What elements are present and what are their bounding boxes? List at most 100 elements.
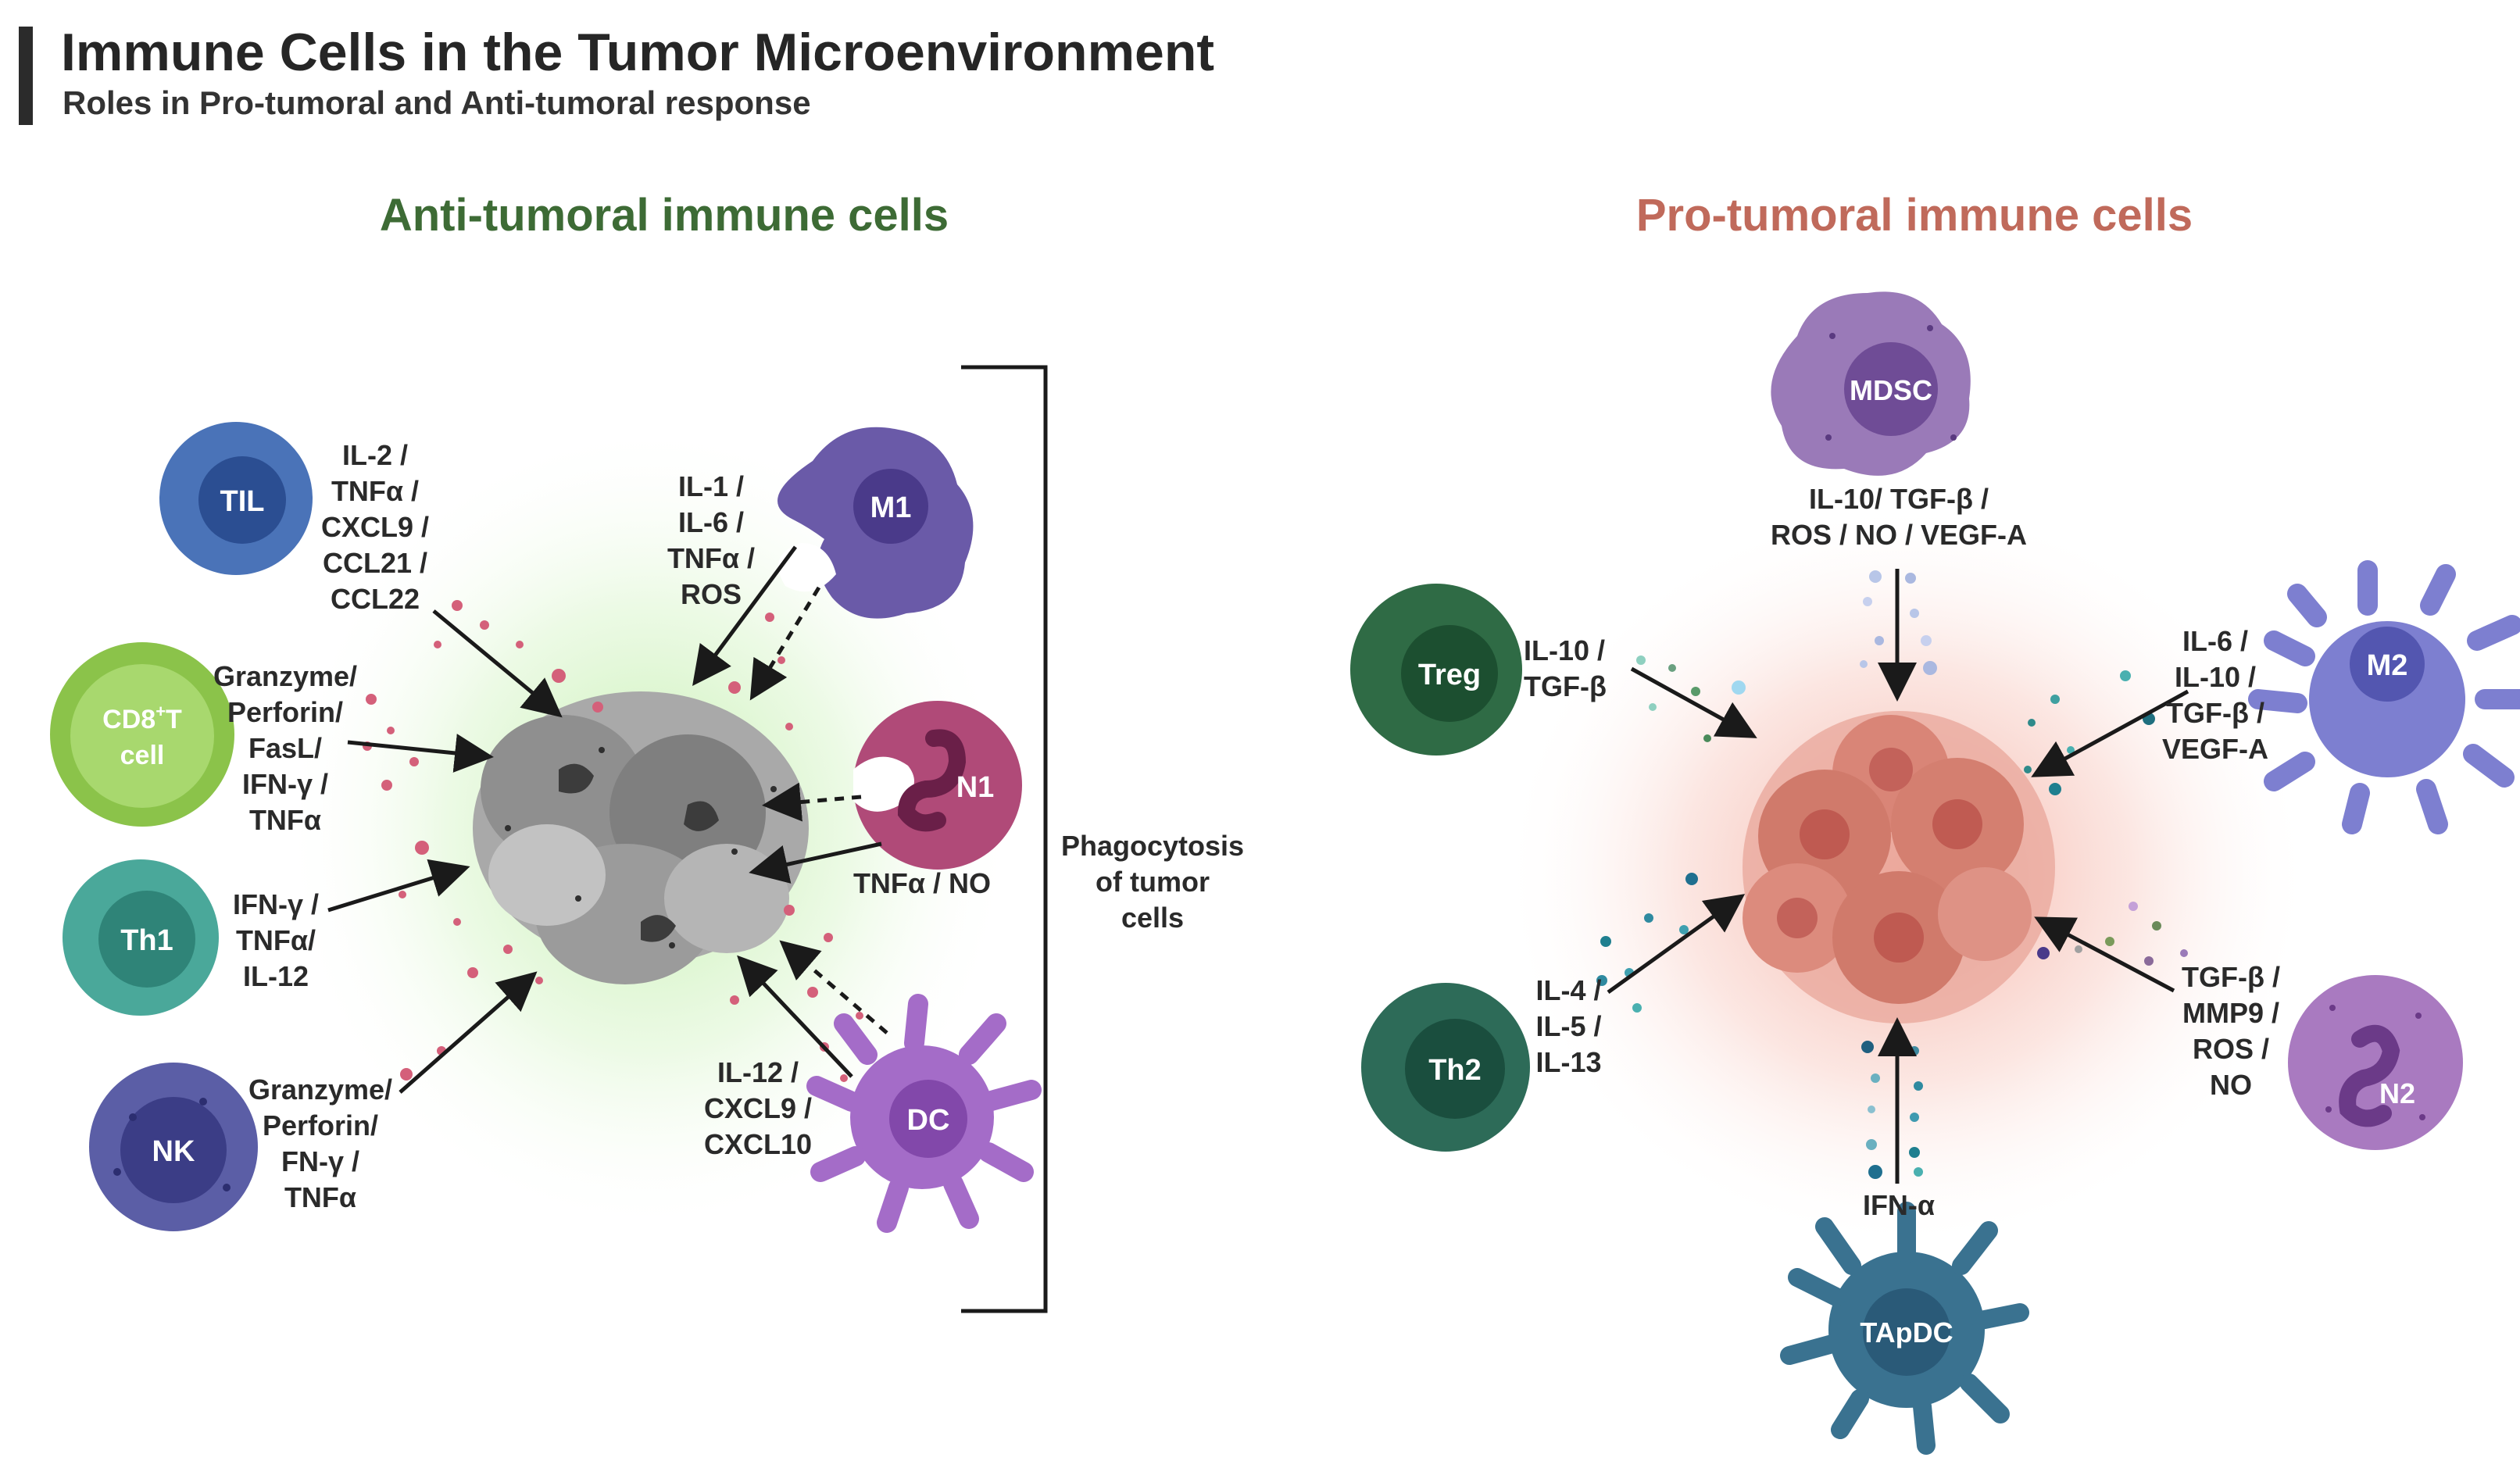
dc-label-line: CXCL10 bbox=[703, 1128, 813, 1160]
til-cell: TIL bbox=[159, 422, 313, 575]
phagocytosis-label-line: Phagocytosis bbox=[1060, 830, 1245, 862]
cd8-cell-label-sup: + bbox=[155, 702, 166, 721]
treg-cell: Treg bbox=[1350, 584, 1522, 756]
arrow-th1 bbox=[327, 859, 470, 913]
m1-label-line: IL-6 / bbox=[677, 506, 744, 538]
th2-label-line: IL-4 / bbox=[1535, 974, 1602, 1006]
n2-label-line: NO bbox=[2210, 1069, 2252, 1101]
arrow-n2 bbox=[2034, 916, 2175, 993]
arrow-treg bbox=[1630, 666, 1757, 738]
n2-label-line: TGF-β / bbox=[2182, 961, 2280, 993]
title-accent-bar bbox=[19, 27, 33, 125]
m1-label-line: IL-1 / bbox=[677, 470, 744, 502]
arrow-m1 bbox=[692, 545, 798, 687]
cd8-cell-label-b: T bbox=[166, 705, 182, 734]
th1-label-line: IL-12 bbox=[242, 960, 309, 992]
arrow-m1-phagocytosis bbox=[749, 586, 821, 701]
tapdc-cell: TApDC bbox=[1780, 1202, 2029, 1455]
th2-label: IL-4 / IL-5 / IL-13 bbox=[1520, 973, 1617, 1081]
arrow-th2 bbox=[1607, 894, 1746, 995]
th2-label-line: IL-13 bbox=[1535, 1046, 1602, 1078]
m1-label-line: ROS bbox=[680, 578, 742, 610]
treg-label-line: IL-10 / bbox=[1524, 634, 1606, 666]
phagocytosis-bracket bbox=[961, 365, 1048, 1313]
pro-tumoral-heading: Pro-tumoral immune cells bbox=[1635, 190, 2193, 241]
treg-label: IL-10 / TGF-β bbox=[1524, 633, 1641, 705]
n2-neutrophil: N2 bbox=[2288, 975, 2463, 1150]
th1-cell-label: Th1 bbox=[120, 924, 173, 957]
th2-cell-label: Th2 bbox=[1428, 1054, 1482, 1087]
mdsc-cell: MDSC bbox=[1771, 291, 1971, 476]
cd8-label-line: IFN-γ / bbox=[241, 768, 328, 800]
dc-dendritic-cell: DC bbox=[806, 994, 1042, 1233]
th1-label: IFN-γ / TNFα/ IL-12 bbox=[217, 887, 334, 995]
nk-label-line: FN-γ / bbox=[281, 1145, 359, 1177]
pro-arrows bbox=[1607, 569, 2189, 1184]
m2-label: IL-6 / IL-10 / TGF-β / VEGF-A bbox=[2149, 623, 2282, 767]
til-label-line: CXCL9 / bbox=[320, 511, 430, 543]
n1-label-line: TNFα / NO bbox=[853, 867, 992, 899]
n2-label-line: MMP9 / bbox=[2182, 997, 2279, 1029]
til-cell-label: TIL bbox=[220, 485, 265, 518]
nk-label-line: Granzyme/ bbox=[248, 1073, 393, 1106]
mdsc-label-line: IL-10/ TGF-β / bbox=[1809, 483, 1989, 515]
m1-label: IL-1 / IL-6 / TNFα / ROS bbox=[652, 469, 770, 613]
n1-label: TNFα / NO bbox=[836, 866, 1008, 902]
phagocytosis-label-line: cells bbox=[1121, 902, 1185, 934]
tapdc-label-line: IFN-α bbox=[1862, 1189, 1936, 1221]
tapdc-label: IFN-α bbox=[1836, 1188, 1961, 1223]
nk-label: Granzyme/ Perforin/ FN-γ / TNFα bbox=[234, 1072, 406, 1216]
m1-cell-label: M1 bbox=[870, 491, 912, 524]
cd8-t-cell: CD8+T cell bbox=[50, 642, 234, 827]
treg-label-line: TGF-β bbox=[1524, 670, 1607, 702]
dc-cell-label: DC bbox=[907, 1104, 950, 1137]
til-label-line: CCL22 bbox=[330, 583, 420, 615]
arrow-til bbox=[432, 609, 563, 718]
arrow-m2 bbox=[2031, 689, 2189, 777]
mdsc-label: IL-10/ TGF-β / ROS / NO / VEGF-A bbox=[1743, 481, 2055, 553]
n2-label: TGF-β / MMP9 / ROS / NO bbox=[2164, 959, 2297, 1103]
n2-cell-label: N2 bbox=[2379, 1077, 2415, 1109]
dc-label-line: CXCL9 / bbox=[703, 1092, 813, 1124]
nk-cell-label: NK bbox=[152, 1135, 195, 1168]
page-subtitle: Roles in Pro-tumoral and Anti-tumoral re… bbox=[63, 84, 811, 121]
svg-text:CD8+T: CD8+T bbox=[102, 702, 182, 734]
mdsc-cell-label: MDSC bbox=[1850, 374, 1932, 406]
th1-label-line: IFN-γ / bbox=[232, 888, 319, 920]
dc-label: IL-12 / CXCL9 / CXCL10 bbox=[688, 1055, 828, 1163]
til-label-line: TNFα / bbox=[331, 475, 420, 507]
anti-tumoral-heading: Anti-tumoral immune cells bbox=[379, 190, 949, 241]
cd8-cell-label-line2: cell bbox=[120, 741, 165, 770]
cd8-label-line: TNFα bbox=[248, 804, 322, 836]
arrow-n1 bbox=[749, 841, 882, 884]
n1-cell-label: N1 bbox=[956, 771, 995, 804]
mdsc-label-line: ROS / NO / VEGF-A bbox=[1770, 519, 2028, 551]
phagocytosis-label: Phagocytosis of tumor cells bbox=[1047, 828, 1258, 936]
m2-label-line: TGF-β / bbox=[2166, 697, 2264, 729]
cd8-label-line: FasL/ bbox=[248, 732, 323, 764]
m2-label-line: VEGF-A bbox=[2161, 733, 2268, 765]
page-title: Immune Cells in the Tumor Microenvironme… bbox=[61, 23, 1215, 82]
arrow-dc bbox=[737, 955, 853, 1078]
nk-label-line: TNFα bbox=[284, 1181, 357, 1213]
arrow-dc-phagocytosis bbox=[779, 940, 888, 1034]
m2-macrophage: M2 bbox=[2248, 560, 2520, 834]
m2-label-line: IL-6 / bbox=[2182, 625, 2248, 657]
th1-cell: Th1 bbox=[63, 859, 219, 1016]
arrow-n1-phagocytosis bbox=[762, 782, 862, 822]
cd8-label-line: Perforin/ bbox=[227, 696, 344, 728]
m1-label-line: TNFα / bbox=[667, 542, 756, 574]
til-label-line: IL-2 / bbox=[341, 439, 408, 471]
til-label: IL-2 / TNFα / CXCL9 / CCL21 / CCL22 bbox=[305, 438, 445, 617]
dc-label-line: IL-12 / bbox=[717, 1056, 799, 1088]
anti-arrows bbox=[327, 545, 888, 1094]
phagocytosis-label-line: of tumor bbox=[1096, 866, 1210, 898]
til-label-line: CCL21 / bbox=[322, 547, 428, 579]
nk-label-line: Perforin/ bbox=[262, 1109, 379, 1141]
m1-macrophage: M1 bbox=[777, 427, 974, 619]
n2-label-line: ROS / bbox=[2192, 1033, 2269, 1065]
tapdc-cell-label: TApDC bbox=[1860, 1316, 1953, 1348]
treg-cell-label: Treg bbox=[1418, 659, 1481, 691]
n1-neutrophil: N1 bbox=[853, 701, 1022, 870]
